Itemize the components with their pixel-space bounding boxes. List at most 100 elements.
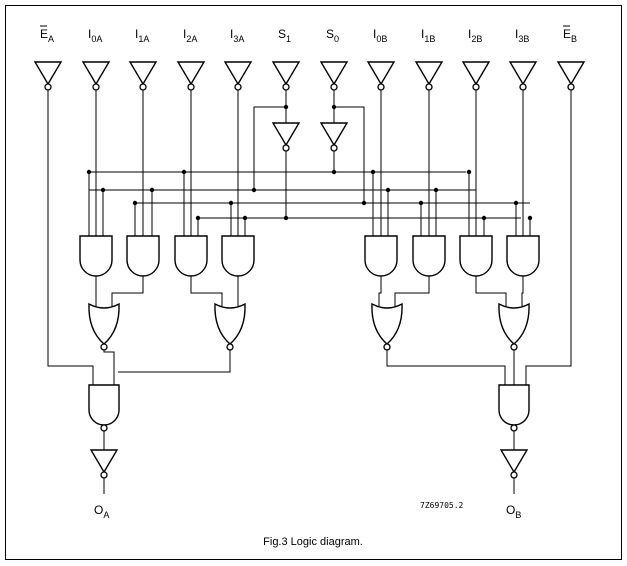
input-label: I2B [468,27,482,44]
buffer-output-bubble [187,83,195,91]
input-label-sub: 1B [424,34,435,44]
input-label: I1B [421,27,435,44]
input-label-sub: 2A [186,34,197,44]
junction-dot [132,200,138,206]
input-buffer [556,61,586,86]
enable-output-bubble [510,424,518,432]
junction-dot [149,187,155,193]
buffer-output-bubble [472,83,480,91]
buffer-output-bubble [330,144,338,152]
input-label-main: S [326,27,334,41]
wire-and-to-or [521,276,524,307]
or-output-bubble [100,343,108,351]
input-buffer [508,61,538,86]
buffer-output-bubble [44,83,52,91]
junction-dot [433,187,439,193]
input-label-main: I [135,27,138,41]
wire-enable-a [47,90,94,385]
wire-or-to-enable [118,347,231,373]
junction-dots [86,104,533,221]
junction-dot [370,169,376,175]
input-label-sub: 0A [91,34,102,44]
input-label-main: I [515,27,518,41]
wire-and-to-or [394,276,430,307]
input-label-main: I [468,27,471,41]
wire-or-to-enable [386,347,506,385]
junction-dot [418,200,424,206]
wire-and-to-or [378,276,382,307]
input-label-main: I [373,27,376,41]
or-gate [214,302,246,345]
wire-and-to-or [111,276,144,307]
input-label-sub: 0 [334,34,339,44]
junction-dot [331,169,337,175]
buffer-output-bubble [510,471,518,479]
input-label-sub: A [48,34,54,44]
input-label: EA [40,27,54,44]
buffer-output-bubble [330,83,338,91]
input-label: I3B [515,27,529,44]
enable-output-bubble [100,424,108,432]
enable-and-gate [498,384,530,426]
buffer-output-bubble [282,144,290,152]
or-output-bubble [383,343,391,351]
wire-and-to-or [190,276,223,307]
enable-and-gate [88,384,120,426]
or-gate [498,302,530,345]
diagram-frame [5,5,622,560]
input-buffer [271,61,301,86]
wire-s0-to-bus [334,106,365,203]
input-label: I3A [230,27,244,44]
input-buffer [366,61,396,86]
input-buffer [81,61,111,86]
junction-dot [527,215,533,221]
junction-dot [361,200,367,206]
input-label: I0B [373,27,387,44]
or-output-bubble [510,343,518,351]
or-gate [371,302,403,345]
output-buffer [499,449,529,474]
input-label-main: I [421,27,424,41]
input-buffer [223,61,253,86]
select-inverter [271,122,301,147]
and-gate [174,235,208,277]
diagram-code: 7Z69705.2 [420,501,464,510]
input-label: I2A [183,27,197,44]
input-label-sub: 1A [138,34,149,44]
gates [33,61,586,479]
input-label-sub: B [571,34,577,44]
input-label-main: I [183,27,186,41]
and-gate [221,235,255,277]
input-label-sub: 0B [376,34,387,44]
input-label-sub: 2B [471,34,482,44]
input-label: EB [563,27,577,44]
output-buffer [89,449,119,474]
junction-dot [181,169,187,175]
junction-dot [331,104,337,110]
or-gate [88,302,120,345]
input-buffer [176,61,206,86]
input-buffer [33,61,63,86]
and-gate [459,235,493,277]
junction-dot [481,215,487,221]
junction-dot [86,169,92,175]
input-buffer [461,61,491,86]
wire-or-to-enable [103,347,115,385]
junction-dot [100,187,106,193]
buffer-output-bubble [567,83,575,91]
junction-dot [385,187,391,193]
input-label-main: E [40,27,48,41]
input-label-main: I [88,27,91,41]
input-label: I0A [88,27,102,44]
output-label-b: OB [506,503,521,520]
input-label-sub: 3A [233,34,244,44]
wire-and-to-or [475,276,507,307]
junction-dot [251,187,257,193]
input-buffer [128,61,158,86]
wire-s1-to-bus [253,106,286,190]
input-label: I1A [135,27,149,44]
and-gate [79,235,113,277]
and-gate [364,235,398,277]
output-label-a: OA [94,503,109,520]
